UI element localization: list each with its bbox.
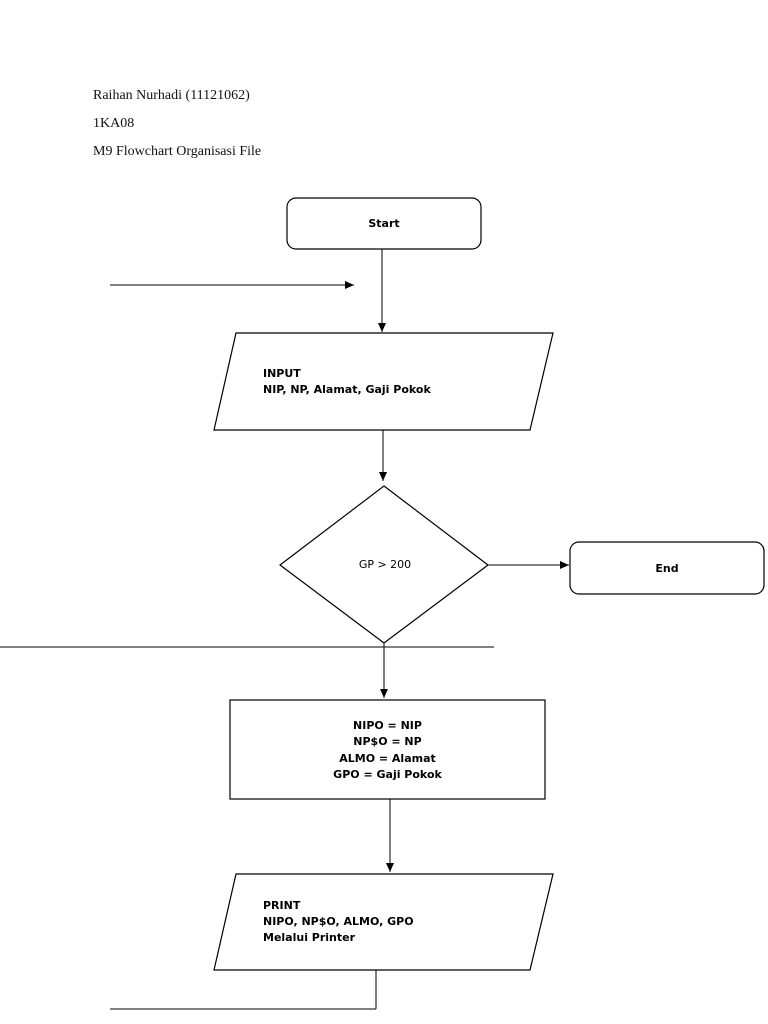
start-label: Start	[368, 217, 400, 230]
decision-label: GP > 200	[358, 558, 412, 571]
print-device: Melalui Printer	[263, 931, 356, 944]
input-parallelogram	[213, 332, 554, 431]
author-name: Raihan Nurhadi (11121062)	[93, 88, 250, 103]
process-rectangle	[229, 699, 546, 800]
input-fields: NIP, NP, Alamat, Gaji Pokok	[263, 383, 431, 396]
start-terminator	[286, 197, 482, 250]
class-code: 1KA08	[93, 116, 135, 131]
print-fields: NIPO, NP$O, ALMO, GPO	[263, 915, 414, 928]
process-line-nipo: NIPO = NIP	[353, 719, 422, 732]
end-terminator	[569, 541, 765, 595]
input-title: INPUT	[263, 367, 301, 380]
document-title: M9 Flowchart Organisasi File	[93, 144, 262, 159]
print-parallelogram	[213, 873, 554, 971]
process-line-gpo: GPO = Gaji Pokok	[333, 768, 442, 781]
print-title: PRINT	[263, 899, 301, 912]
end-label: End	[655, 562, 679, 575]
process-line-almo: ALMO = Alamat	[339, 752, 436, 765]
process-line-npso: NP$O = NP	[353, 735, 422, 748]
